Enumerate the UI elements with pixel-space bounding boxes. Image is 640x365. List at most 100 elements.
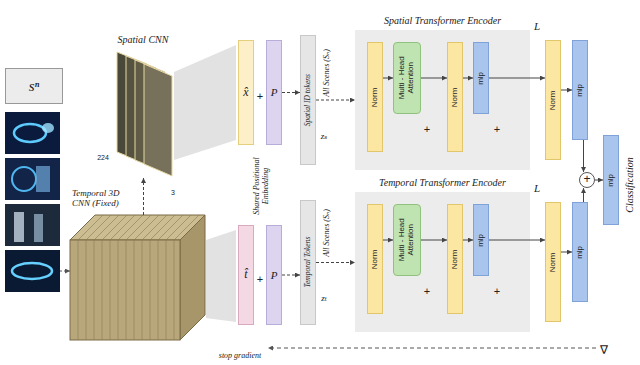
plus-sign: + <box>257 90 263 102</box>
sum-symbol: + <box>583 173 590 186</box>
spatial-cnn: Spatial CNN <box>115 50 172 178</box>
projection-trapezoid <box>174 45 236 160</box>
module-title: Spatial CNN <box>103 34 183 45</box>
dimension: 3 <box>171 189 175 197</box>
video-frame <box>5 204 60 246</box>
flow-arrow <box>316 262 355 263</box>
norm-block: Norm <box>447 42 463 152</box>
mlp-block: mlp <box>473 204 489 276</box>
block-label: Multi - Head Attention <box>398 46 416 110</box>
input-arrow <box>60 271 70 272</box>
plus-sign: + <box>494 285 500 297</box>
feature-box: t̂ <box>238 225 254 325</box>
flow-arrow <box>383 78 393 79</box>
block-label: mlp <box>576 44 585 136</box>
token-symbol: zₛ <box>321 132 328 142</box>
mlp-block: mlp <box>473 42 489 114</box>
plus-sign: + <box>494 123 500 135</box>
stop-gradient-line <box>268 348 596 349</box>
dimension: 224 <box>97 154 109 162</box>
norm-block: Norm <box>545 40 561 160</box>
token-bar: Spatial ID tokens <box>300 35 316 165</box>
flow-arrow <box>463 78 473 79</box>
layer-count: L <box>534 182 540 194</box>
flow-arrow <box>421 240 447 241</box>
encoder-panel: Temporal Transformer EncoderNormMulti - … <box>355 192 530 332</box>
token-symbol: zₜ <box>321 294 327 304</box>
projection-trapezoid <box>206 230 236 322</box>
cube-slices <box>78 215 199 240</box>
token-bar: Temporal Tokens <box>300 200 316 325</box>
flow-arrow <box>489 78 545 79</box>
plus-sign: + <box>424 285 430 297</box>
input-symbol: sⁿ <box>29 78 40 95</box>
flow-arrow <box>583 140 584 172</box>
input-box: sⁿ <box>5 68 63 104</box>
module-title: Temporal 3D CNN (Fixed) <box>72 189 134 209</box>
block-label: Norm <box>451 208 460 310</box>
block-label: Norm <box>549 44 558 156</box>
video-frame <box>5 250 60 292</box>
cube-front <box>70 240 180 340</box>
attention-block: Multi - Head Attention <box>393 204 421 276</box>
block-label: mlp <box>477 208 486 272</box>
block-label: Norm <box>371 46 380 148</box>
attention-block: Multi - Head Attention <box>393 42 421 114</box>
norm-block: Norm <box>367 204 383 314</box>
frame-glow <box>42 123 54 133</box>
flow-arrow <box>595 180 603 181</box>
flow-arrow <box>583 188 584 202</box>
gradient-symbol: ∇ <box>600 344 608 357</box>
layer-count: L <box>534 20 540 32</box>
block-label: Norm <box>451 46 460 148</box>
frame-glow <box>12 263 52 279</box>
output-label: Classification <box>624 157 635 213</box>
flow-arrow <box>489 240 545 241</box>
embedding-note: Shared Positional Embedding <box>253 150 271 222</box>
cube-side <box>180 215 205 340</box>
scene-note: All Scenes (Sₙ) <box>323 49 332 97</box>
plus-sign: + <box>424 123 430 135</box>
feature-symbol: P <box>271 269 278 281</box>
flow-arrow <box>421 78 447 79</box>
encoder-title: Temporal Transformer Encoder <box>355 177 530 188</box>
feature-symbol: t̂ <box>244 268 247 281</box>
encoder-title: Spatial Transformer Encoder <box>355 15 530 26</box>
block-label: Multi - Head Attention <box>398 208 416 272</box>
cube-slices <box>78 240 174 340</box>
mlp-block: mlp <box>572 202 588 302</box>
feature-map <box>144 64 172 176</box>
temporal-cnn-cube: Temporal 3D CNN (Fixed) <box>70 215 205 340</box>
sum-circle: + <box>579 172 595 188</box>
flow-arrow <box>143 178 144 215</box>
token-label: Spatial ID tokens <box>304 39 312 161</box>
flow-arrow <box>463 240 473 241</box>
block-label: mlp <box>477 46 486 110</box>
norm-block: Norm <box>367 42 383 152</box>
scene-note: All Scenes (Sₙ) <box>323 209 332 257</box>
frame-figure <box>36 166 50 192</box>
plus-sign: + <box>257 273 263 285</box>
gradient-note: stop gradient <box>219 352 261 361</box>
temporal-3d-cube <box>70 215 236 340</box>
positional-box: P <box>266 225 282 325</box>
flow-arrow <box>282 275 300 276</box>
frame-glow <box>14 124 46 142</box>
mlp-block: mlp <box>572 40 588 140</box>
flow-arrow <box>282 92 300 93</box>
norm-block: Norm <box>447 204 463 314</box>
video-frame <box>5 112 60 154</box>
feature-symbol: x̂ <box>243 86 248 99</box>
spatial-cnn-stack <box>117 45 236 176</box>
feature-box: x̂ <box>238 40 254 145</box>
positional-box: P <box>266 40 282 145</box>
block-label: mlp <box>607 139 616 221</box>
flow-arrow <box>561 252 572 253</box>
encoder-panel: Spatial Transformer EncoderNormMulti - H… <box>355 30 530 170</box>
frame-figure <box>14 212 24 242</box>
flow-arrow <box>383 240 393 241</box>
mlp-block: mlp <box>603 135 619 225</box>
block-label: mlp <box>576 206 585 298</box>
